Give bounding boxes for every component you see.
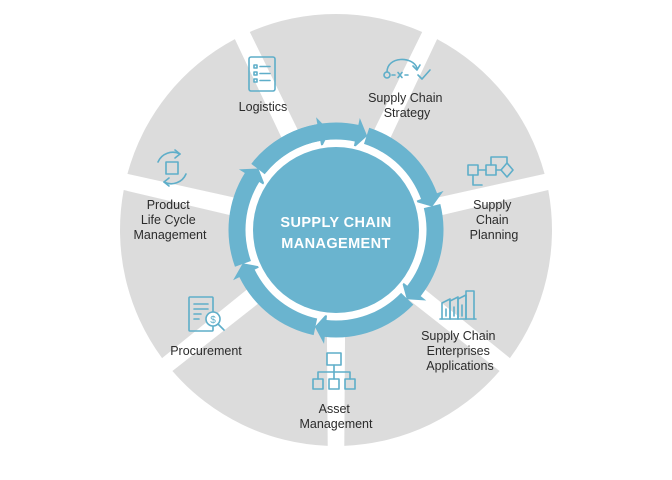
segment-procurement (120, 190, 257, 359)
label-enterprise-apps: Supply Chain Enterprises Applications (421, 329, 499, 373)
route-check-icon (383, 58, 431, 80)
segment-plm (127, 39, 287, 201)
cycle-arrow-5 (233, 263, 318, 336)
cycle-arrow-1 (253, 118, 368, 172)
outer-ring (120, 14, 552, 446)
factory-icon (439, 290, 477, 320)
hierarchy-icon (312, 352, 356, 390)
label-plm: Product Life Cycle Management (134, 198, 207, 242)
invoice-search-icon: $ (188, 296, 225, 332)
label-strategy: Supply Chain Strategy (368, 91, 446, 120)
cycle-arrow-6 (228, 168, 266, 267)
segment-enterprise-apps (344, 296, 500, 446)
segment-planning (415, 190, 552, 359)
cycle-arrow-7 (251, 117, 330, 175)
label-asset-management: Asset Management (300, 402, 373, 431)
segment-labels: Logistics Supply Chain Strategy Supply C… (134, 91, 519, 431)
cycle-arrow-3 (401, 203, 444, 301)
flowchart-icon (467, 156, 514, 186)
hub-title-line1: SUPPLY CHAIN (280, 215, 391, 231)
cycle-arrow-4 (314, 292, 414, 344)
segment-logistics (249, 14, 423, 141)
hub-circle (253, 147, 419, 313)
hub-title-line2: MANAGEMENT (281, 236, 391, 252)
svg-text:$: $ (210, 315, 216, 326)
label-planning: Supply Chain Planning (470, 198, 519, 242)
segment-strategy (385, 39, 545, 201)
cycle-icon (157, 149, 187, 187)
label-procurement: Procurement (170, 344, 242, 358)
cycle-arrow-2 (363, 127, 444, 207)
label-logistics: Logistics (239, 100, 288, 114)
segment-asset-management (172, 296, 328, 446)
clipboard-list-icon (248, 56, 276, 92)
